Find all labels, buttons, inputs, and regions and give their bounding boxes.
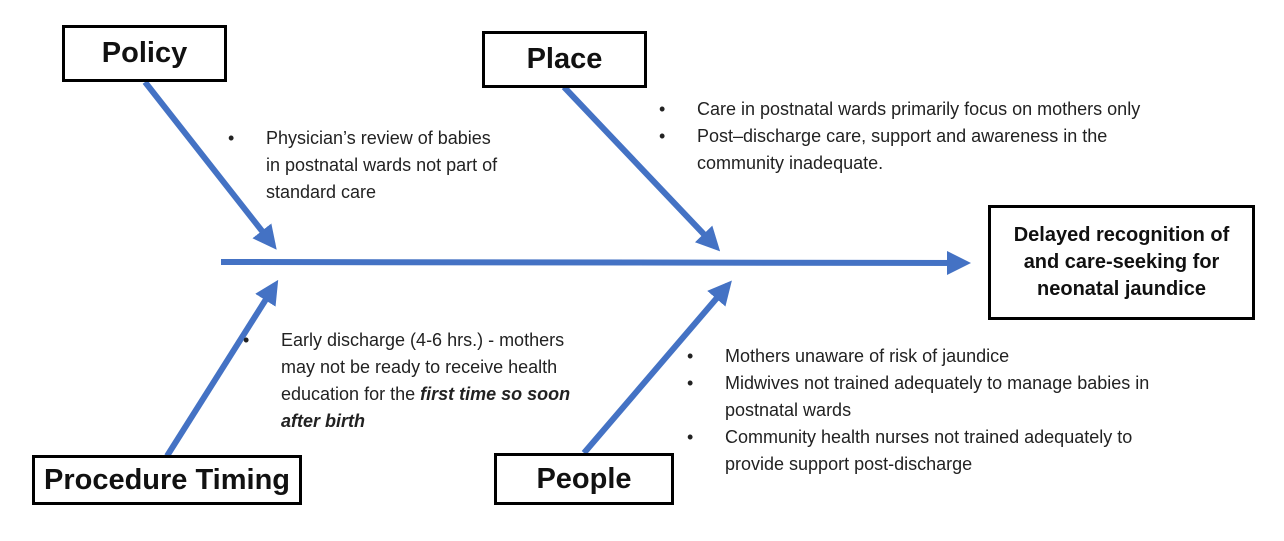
cause-line: may not be ready to receive health (281, 357, 558, 377)
cause-item: Early discharge (4-6 hrs.) - mothers may… (243, 327, 623, 435)
cause-item: Midwives not trained adequately to manag… (687, 370, 1267, 424)
cause-item: Physician’s review of babies in postnata… (228, 125, 548, 206)
place-cause-list: Care in postnatal wards primarily focus … (659, 96, 1259, 177)
people-cause-list: Mothers unaware of risk of jaundice Midw… (687, 343, 1267, 478)
cause-item: Post–discharge care, support and awarene… (659, 123, 1259, 177)
procedure-timing-cause-list: Early discharge (4-6 hrs.) - mothers may… (243, 327, 623, 435)
cause-emphasis-text: first time so soon (420, 384, 571, 404)
place-category-label: Place (526, 43, 603, 75)
cause-item: Mothers unaware of risk of jaundice (687, 343, 1267, 370)
place-category-box: Place (482, 31, 647, 88)
procedure-timing-category-box: Procedure Timing (32, 455, 302, 505)
procedure-timing-category-label: Procedure Timing (43, 463, 291, 496)
cause-line: Midwives not trained adequately to manag… (725, 373, 1150, 393)
outcome-line: Delayed recognition of (1013, 224, 1230, 246)
procedure-timing-bone-arrow (164, 279, 279, 458)
cause-line: after birth (281, 411, 366, 431)
cause-line: education for the first time so soon (281, 381, 623, 408)
cause-line: Early discharge (4-6 hrs.) - mothers (281, 330, 565, 350)
place-bone-arrow (561, 84, 721, 252)
cause-line: in postnatal wards not part of (266, 155, 498, 175)
spine-arrow (220, 250, 971, 275)
cause-line: provide support post-discharge (725, 454, 973, 474)
cause-line: postnatal wards (725, 400, 852, 420)
people-category-label: People (536, 462, 632, 495)
cause-line: Care in postnatal wards primarily focus … (697, 99, 1141, 119)
policy-category-label: Policy (101, 37, 188, 69)
cause-text: education for the (281, 384, 421, 404)
cause-line: Post–discharge care, support and awarene… (697, 126, 1108, 146)
outcome-text: Delayed recognition of and care-seeking … (1014, 222, 1230, 303)
cause-line: standard care (266, 182, 377, 202)
cause-item: Care in postnatal wards primarily focus … (659, 96, 1259, 123)
outcome-box: Delayed recognition of and care-seeking … (988, 205, 1255, 320)
outcome-line: and care-seeking for (1023, 251, 1220, 273)
people-category-box: People (494, 453, 674, 505)
cause-line: community inadequate. (697, 153, 884, 173)
cause-line: Community health nurses not trained adeq… (725, 427, 1133, 447)
cause-item: Community health nurses not trained adeq… (687, 424, 1267, 478)
policy-category-box: Policy (62, 25, 227, 82)
cause-line: Mothers unaware of risk of jaundice (725, 346, 1010, 366)
cause-line: Physician’s review of babies (266, 128, 491, 148)
policy-cause-list: Physician’s review of babies in postnata… (228, 125, 548, 206)
outcome-line: neonatal jaundice (1037, 278, 1206, 300)
policy-bone-arrow (142, 80, 277, 250)
